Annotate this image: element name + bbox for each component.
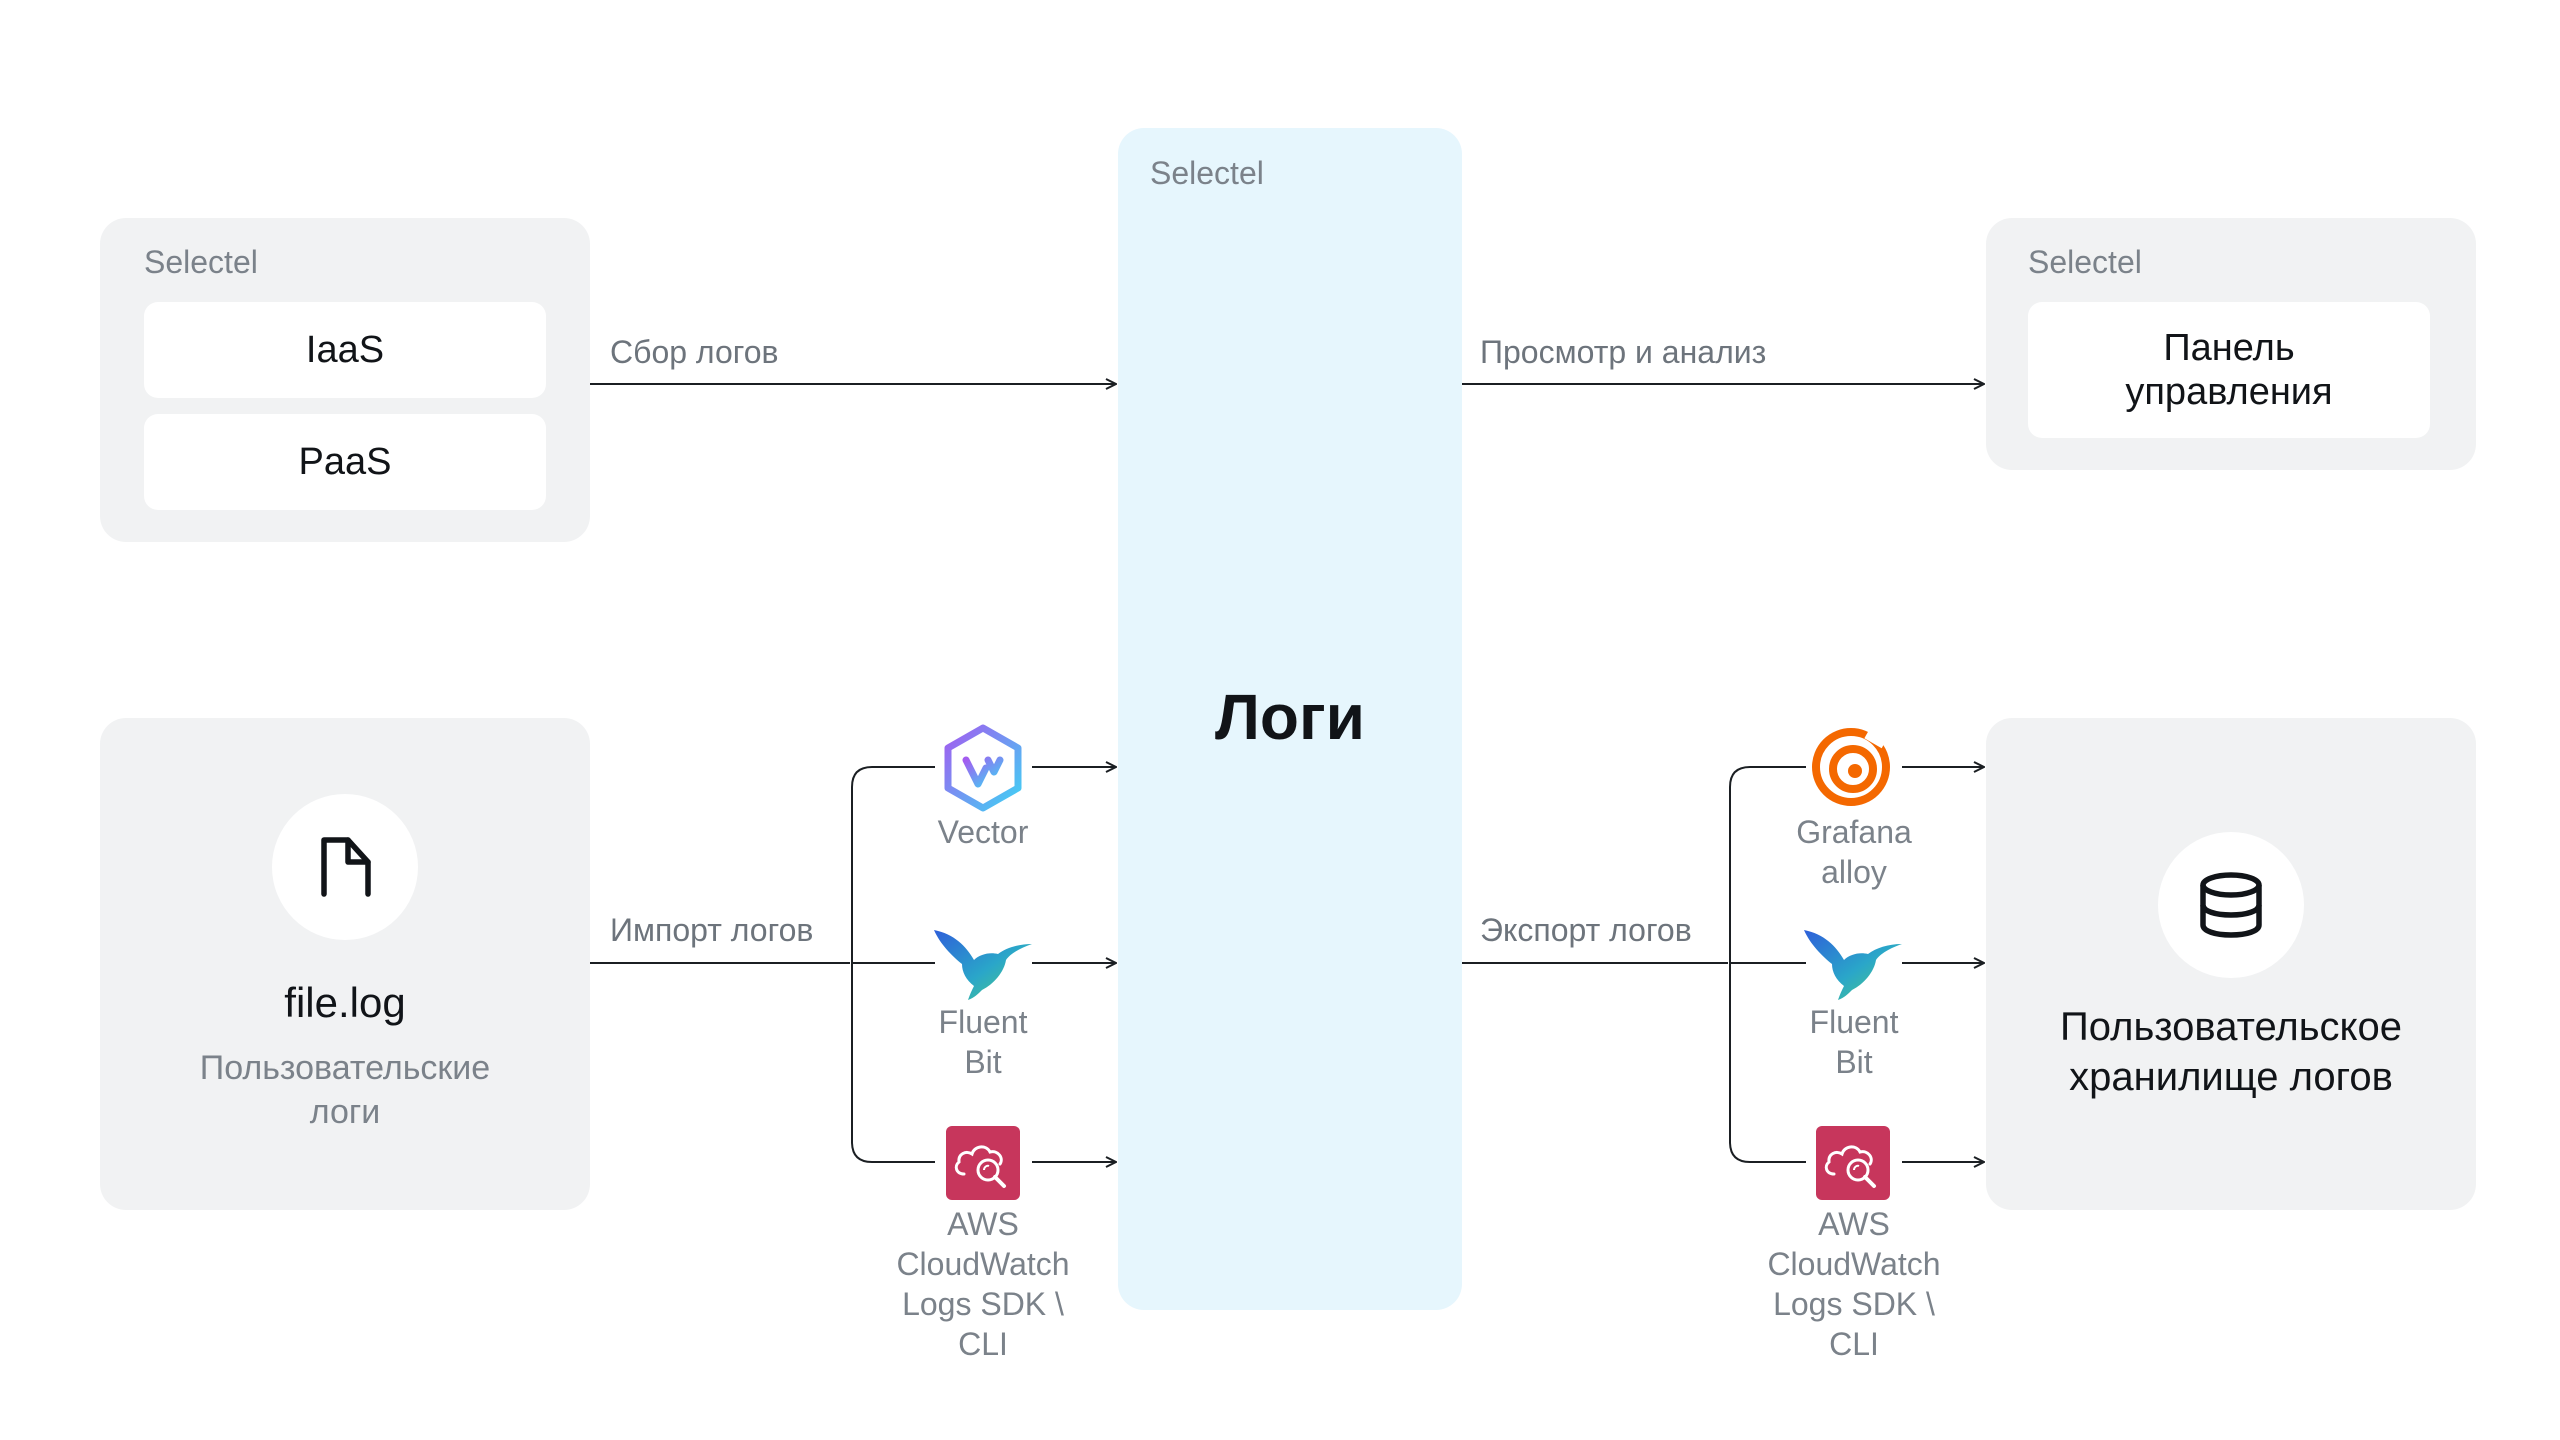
aws-cloudwatch-icon [1816,1126,1890,1200]
export-tool-label-grafana: Grafana alloy [1796,814,1912,890]
collect-logs-label: Сбор логов [610,334,779,370]
view-analyze-label: Просмотр и анализ [1480,334,1767,370]
import-logs-label: Импорт логов [610,912,814,948]
fluent-bit-hummingbird-icon [1804,930,1902,1000]
file-icon [321,837,371,897]
file-subtitle-label: Пользовательские логи [199,1049,491,1131]
grafana-alloy-icon [1812,727,1890,806]
database-icon [2200,872,2262,938]
control-panel-card: Панель управления [2028,302,2430,438]
logs-group-label: Selectel [1150,155,1264,191]
iaas-card: IaaS [144,302,546,398]
export-tool-label-aws: AWS CloudWatch Logs SDK \ CLI [1767,1206,1941,1362]
file-name-label: file.log [284,979,406,1026]
storage-label: Пользовательское хранилище логов [2059,1005,2402,1099]
sources-group-label: Selectel [144,244,258,280]
database-icon-circle [2158,832,2304,978]
logs-title: Логи [1215,681,1365,753]
import-tool-label-fluent-bit: Fluent Bit [938,1004,1028,1080]
aws-cloudwatch-icon [946,1126,1020,1200]
export-tool-label-fluent-bit: Fluent Bit [1809,1004,1899,1080]
import-tool-label-aws: AWS CloudWatch Logs SDK \ CLI [896,1206,1070,1362]
logs-service-panel [1118,128,1462,1310]
panel-group-label: Selectel [2028,244,2142,280]
cloud-search-glyph [954,1145,1006,1188]
export-logs-label: Экспорт логов [1480,912,1692,948]
fluent-bit-hummingbird-icon [934,930,1032,1000]
import-tool-label-vector: Vector [937,814,1029,850]
paas-card: PaaS [144,414,546,510]
user-logs-group [100,718,590,1210]
file-icon-circle [272,794,418,940]
cloud-search-glyph [1824,1145,1876,1188]
vector-logo-icon [944,724,1022,812]
